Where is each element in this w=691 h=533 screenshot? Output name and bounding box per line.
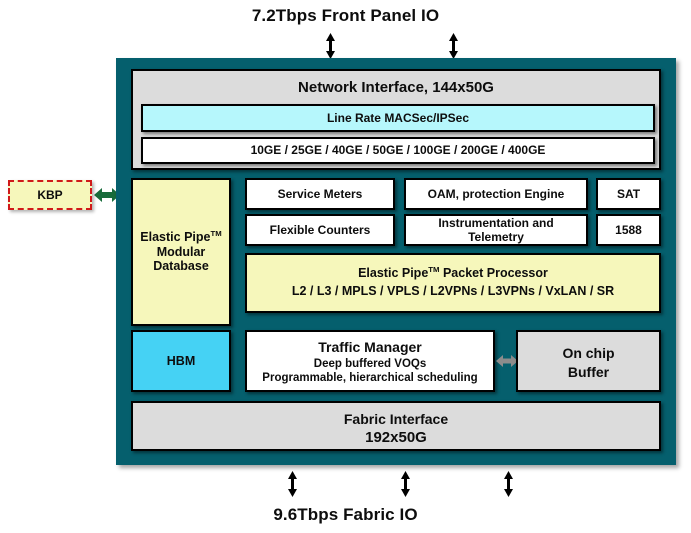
port-speeds-block: 10GE / 25GE / 40GE / 50GE / 100GE / 200G…: [141, 137, 655, 164]
feature-label: OAM, protection Engine: [427, 186, 565, 201]
bottom-io-caption: 9.6Tbps Fabric IO: [273, 505, 418, 524]
traffic-manager-line3: Programmable, hierarchical scheduling: [262, 372, 478, 385]
macsec-ipsec-block: Line Rate MACSec/IPSec: [141, 104, 655, 132]
feature-service-meters: Service Meters: [245, 178, 395, 210]
port-speeds-label: 10GE / 25GE / 40GE / 50GE / 100GE / 200G…: [250, 143, 546, 158]
double-arrow-vertical-icon-top-1: [324, 33, 337, 59]
network-interface-title: Network Interface, 144x50G: [298, 79, 494, 96]
double-arrow-vertical-icon-bottom-2: [399, 471, 412, 497]
feature-oam-protection-engine: OAM, protection Engine: [404, 178, 588, 210]
pktproc-protocols: L2 / L3 / MPLS / VPLS / L2VPNs / L3VPNs …: [291, 283, 615, 298]
hbm-block: HBM: [131, 330, 231, 392]
feature-label: Flexible Counters: [269, 222, 371, 237]
kbp-connection-double-arrow-icon: [94, 184, 120, 206]
epmd-line2: Modular: [156, 244, 206, 259]
elastic-pipe-packet-processor-block: Elastic PipeTM Packet Processor L2 / L3 …: [245, 253, 661, 313]
hbm-label: HBM: [166, 353, 196, 368]
on-chip-buffer-block: On chip Buffer: [516, 330, 661, 392]
epmd-line3: Database: [153, 259, 209, 274]
pktproc-title-pre: Elastic Pipe: [358, 266, 429, 280]
feature-instrumentation-telemetry: Instrumentation and Telemetry: [404, 214, 588, 246]
traffic-manager-title: Traffic Manager: [318, 339, 422, 355]
kbp-label: KBP: [37, 188, 63, 202]
on-chip-buffer-line2: Buffer: [567, 363, 610, 380]
double-arrow-vertical-icon-bottom-1: [286, 471, 299, 497]
on-chip-buffer-line1: On chip: [562, 345, 615, 361]
fabric-interface-title: Fabric Interface: [343, 411, 449, 427]
elastic-pipe-modular-database-block: Elastic PipeTM Modular Database: [131, 178, 231, 326]
feature-label: 1588: [615, 222, 642, 237]
pktproc-title-post: Packet Processor: [439, 266, 548, 280]
network-interface-block: Network Interface, 144x50G Line Rate MAC…: [131, 69, 661, 170]
trademark-mark: TM: [428, 264, 440, 274]
fabric-interface-block: Fabric Interface 192x50G: [131, 401, 661, 451]
double-arrow-vertical-icon-top-2: [447, 33, 460, 59]
trademark-mark: TM: [210, 228, 222, 238]
macsec-label: Line Rate MACSec/IPSec: [326, 110, 470, 125]
chip-body: Network Interface, 144x50G Line Rate MAC…: [116, 58, 676, 465]
feature-label: Instrumentation and Telemetry: [438, 215, 554, 244]
feature-label: SAT: [616, 186, 641, 201]
kbp-external-block[interactable]: KBP: [8, 180, 92, 210]
feature-flexible-counters: Flexible Counters: [245, 214, 395, 246]
traffic-manager-buffer-double-arrow-icon: [496, 352, 518, 370]
traffic-manager-line2: Deep buffered VOQs: [313, 357, 427, 370]
epmd-line1: Elastic Pipe: [140, 229, 211, 244]
fabric-interface-capacity: 192x50G: [365, 428, 427, 446]
feature-label: Service Meters: [277, 186, 363, 201]
top-io-caption: 7.2Tbps Front Panel IO: [251, 6, 440, 25]
double-arrow-vertical-icon-bottom-3: [502, 471, 515, 497]
feature-sat: SAT: [596, 178, 661, 210]
feature-1588: 1588: [596, 214, 661, 246]
traffic-manager-block: Traffic Manager Deep buffered VOQs Progr…: [245, 330, 495, 392]
